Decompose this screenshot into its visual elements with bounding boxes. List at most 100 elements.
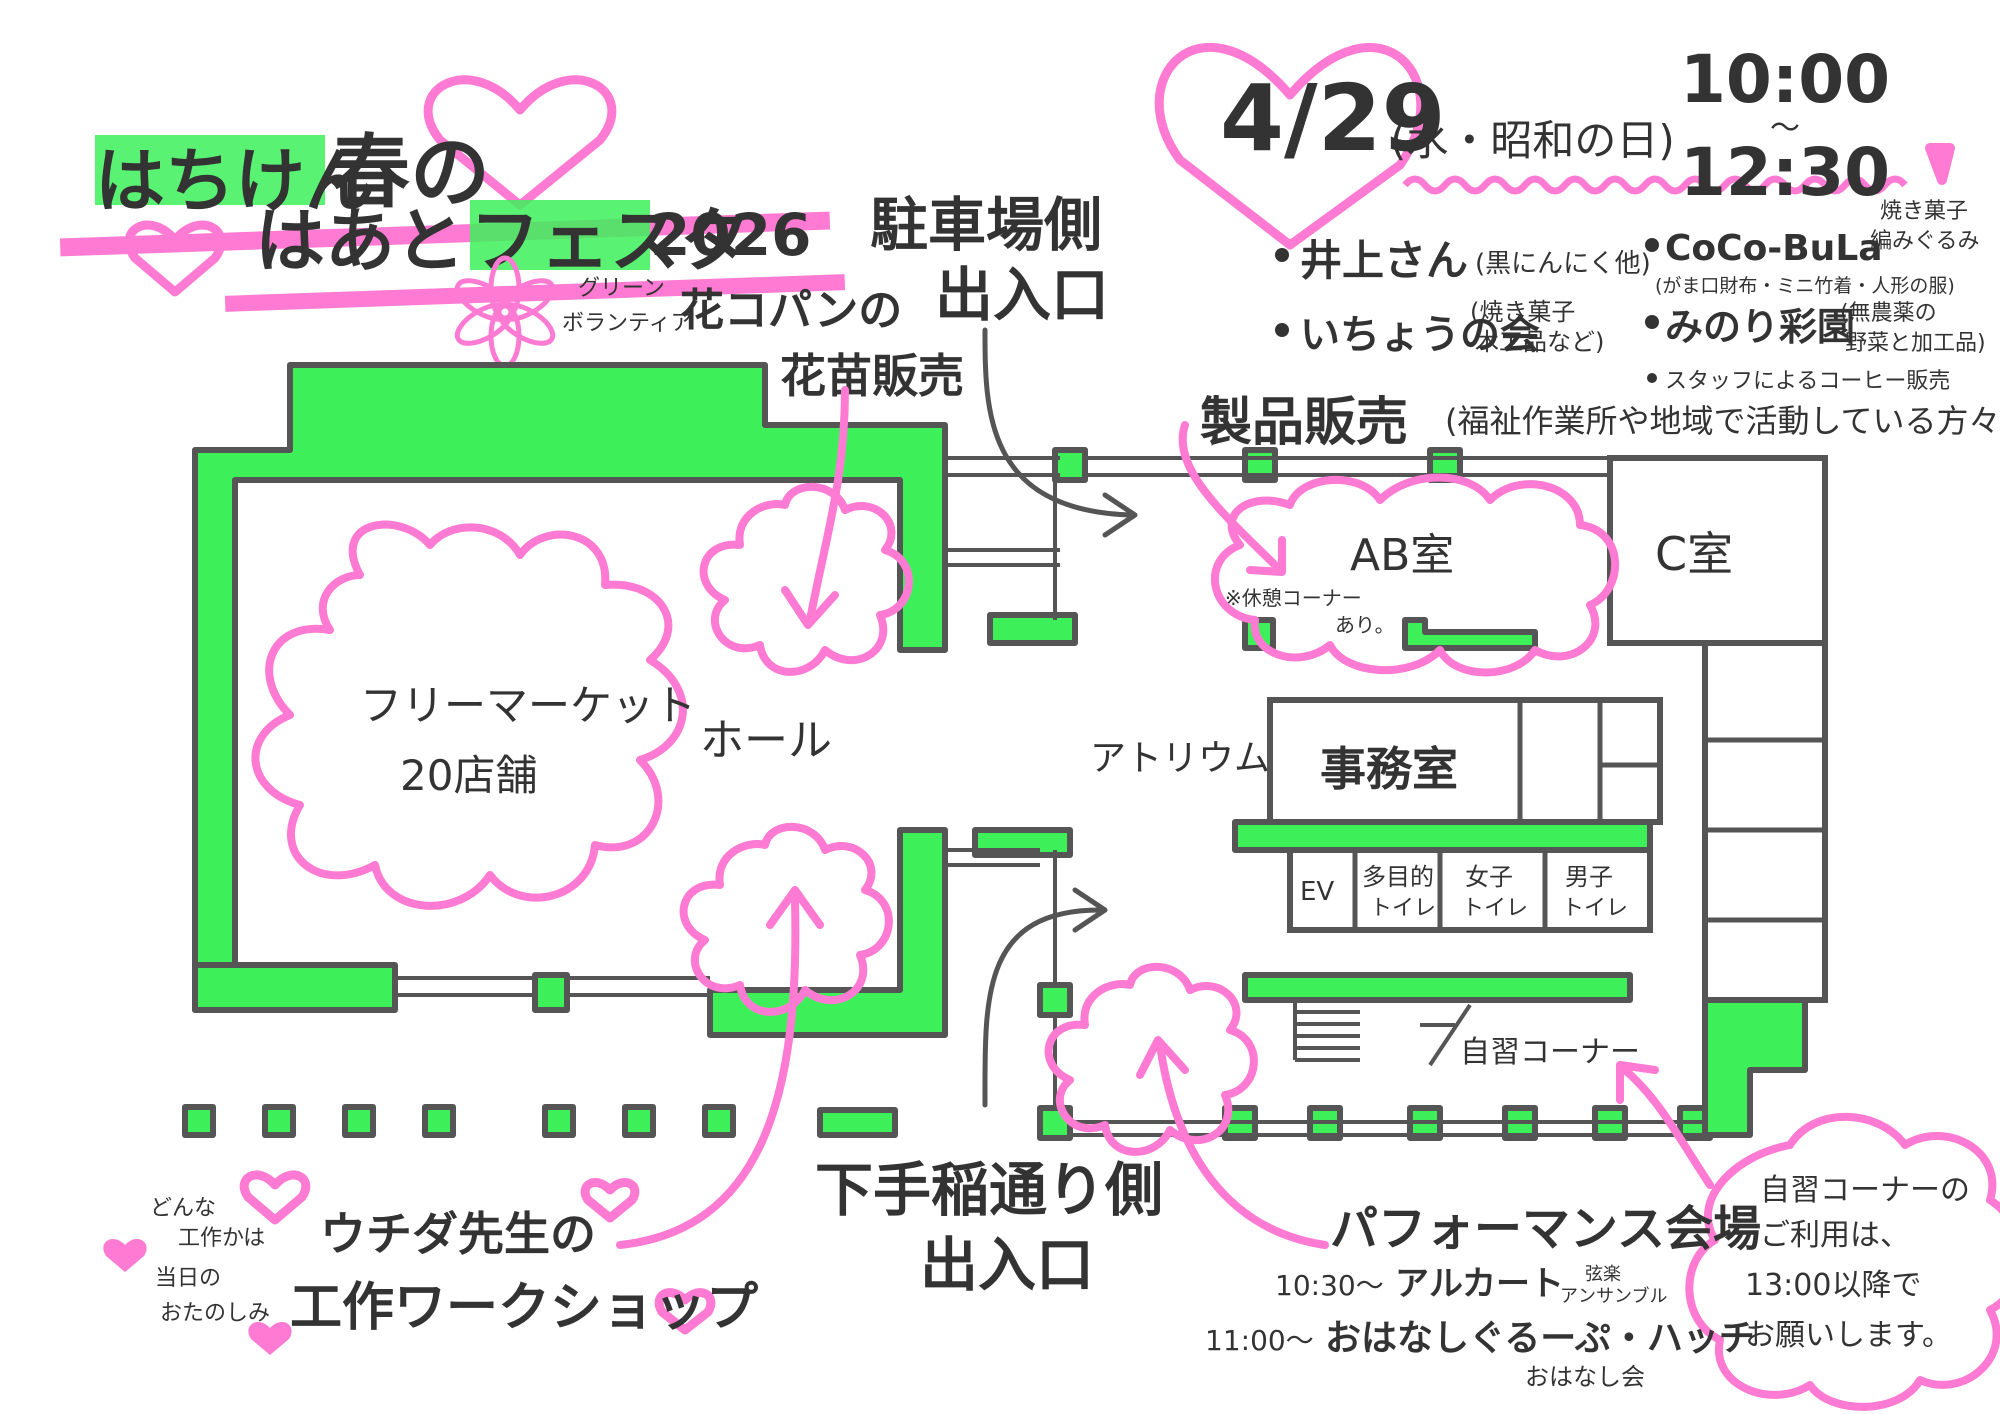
date-day: 4/29 xyxy=(1220,65,1446,172)
title-line1-a: はちけん xyxy=(95,140,375,222)
rest-corner-label: ※休憩コーナー xyxy=(1225,586,1362,610)
title-line1-b: 春の xyxy=(330,126,490,219)
notice-line: ご利用は、 xyxy=(1760,1218,1910,1253)
walls xyxy=(182,362,1808,1141)
performance-time: 11:00〜 xyxy=(1205,1324,1314,1357)
flower-sale: 花苗販売 xyxy=(780,349,964,403)
time-end: 12:30 xyxy=(1680,134,1890,211)
ab-room-bottom-wall xyxy=(1402,617,1538,651)
parking-entrance-line2: 出入口 xyxy=(935,261,1109,329)
entrance-arrows xyxy=(982,327,1138,1108)
pillar xyxy=(1037,982,1073,1018)
performance-time: 10:30〜 xyxy=(1275,1269,1384,1302)
toilet-multi-label: 多目的 xyxy=(1362,863,1434,891)
vendor-name: みのり彩園 xyxy=(1665,305,1855,349)
vendor-note: (黒にんにく他) xyxy=(1475,249,1651,279)
outdoor-marker xyxy=(817,1107,898,1138)
title-line2-a: はあと xyxy=(255,200,465,282)
hall-bottom-wall-left xyxy=(192,962,398,1013)
pink-areas xyxy=(251,473,2000,1411)
vendor-name: CoCo-BuLa xyxy=(1665,228,1883,269)
vendor-note: (焼き菓子 xyxy=(1470,298,1575,326)
workshop-note: おたのしみ xyxy=(160,1301,270,1326)
arrow-flower xyxy=(806,386,849,624)
bullet-icon xyxy=(1275,248,1289,262)
vendor-note: 編みぐるみ xyxy=(1870,229,1980,254)
vendor-note: 焼き菓子 xyxy=(1880,199,1968,224)
heart-icon xyxy=(654,1288,716,1335)
outdoor-marker xyxy=(182,1104,216,1138)
bullet-icon xyxy=(1645,238,1659,252)
study-corner-label: 自習コーナー xyxy=(1460,1035,1640,1070)
performance-name: アルカート xyxy=(1395,1264,1564,1304)
heart-icon xyxy=(239,1170,311,1225)
toilet-row xyxy=(1287,847,1653,933)
arrow-study xyxy=(1621,1066,1714,1189)
notice-line: お願いします。 xyxy=(1745,1318,1952,1353)
title-year: 2026 xyxy=(650,201,811,269)
arrow-icon xyxy=(1072,887,1108,933)
hall-bottom-pillar xyxy=(532,972,570,1013)
heart-icon xyxy=(124,220,226,297)
office-room xyxy=(1267,697,1663,825)
title-green-bg xyxy=(95,135,325,205)
outdoor-marker xyxy=(622,1104,656,1138)
ev-label: EV xyxy=(1300,877,1334,907)
outdoor-marker xyxy=(262,1104,296,1138)
atrium-label: アトリウム xyxy=(1090,738,1270,779)
street-entrance-line2: 出入口 xyxy=(920,1231,1094,1299)
product-sale-subtitle: (福祉作業所や地域で活動している方々) xyxy=(1445,402,2000,440)
bullet-icon xyxy=(1647,373,1657,383)
time-tilde: 〜 xyxy=(1770,111,1800,146)
arrow-icon xyxy=(781,586,839,629)
workshop-note: 工作かは xyxy=(178,1226,265,1251)
arrow-performance xyxy=(1156,1041,1329,1249)
workshop-note: どんな xyxy=(150,1196,216,1221)
time-start: 10:00 xyxy=(1680,41,1890,118)
outdoor-marker xyxy=(422,1104,456,1138)
notice-cloud xyxy=(1685,1112,2000,1411)
heart-icon xyxy=(103,1238,147,1272)
product-sale-title: 製品販売 xyxy=(1200,393,1408,453)
performance-title: パフォーマンス会場 xyxy=(1330,1201,1761,1257)
office-label: 事務室 xyxy=(1320,742,1458,796)
street-entrance-line1: 下手稲通り側 xyxy=(815,1156,1163,1224)
workshop-teacher: ウチダ先生の xyxy=(320,1207,596,1261)
outdoor-marker xyxy=(542,1104,576,1138)
arrow-icon xyxy=(1616,1061,1659,1104)
stairs xyxy=(1293,998,1472,1067)
performance-note: 弦楽 xyxy=(1585,1264,1621,1285)
ab-room-cloud xyxy=(1210,473,1619,677)
workshop-note: 当日の xyxy=(155,1266,221,1291)
performance-info: パフォーマンス会場 10:30〜 アルカート 弦楽 アンサンブル 11:00〜 … xyxy=(1205,1201,1761,1391)
outdoor-marker xyxy=(702,1104,736,1138)
room-dividers xyxy=(1352,700,1825,930)
flea-market-cloud xyxy=(251,520,687,910)
notice-line: 自習コーナーの xyxy=(1760,1173,1970,1208)
event-title: はちけん 春の はあと フェスタ 2026 xyxy=(59,126,846,312)
decor-hearts-filled xyxy=(103,1238,292,1355)
workshop-cloud xyxy=(679,822,893,1016)
arrow-parking-entrance xyxy=(982,327,1133,518)
rooms xyxy=(1267,455,1828,1003)
performance-note: おはなし会 xyxy=(1525,1363,1645,1391)
arrow-product xyxy=(1178,421,1284,574)
flea-market-label-2: 20店舗 xyxy=(400,751,537,800)
flower-org-line2: ボランティア xyxy=(562,311,693,336)
title-highlight xyxy=(224,274,846,312)
vendor-name: いちょうの会 xyxy=(1300,312,1540,358)
bullet-icon xyxy=(1275,323,1289,337)
corridor-right xyxy=(1702,640,1828,1003)
toilet-women-label: 女子 xyxy=(1465,863,1513,891)
vendor-note: (がま口財布・ミニ竹着・人形の服) xyxy=(1655,275,1955,297)
flower-org-line1: グリーン xyxy=(578,276,665,301)
hall-bottom-wall-right xyxy=(707,827,948,1038)
ab-room-label: AB室 xyxy=(1350,530,1454,581)
flower-icon xyxy=(454,255,556,369)
c-room xyxy=(1607,455,1828,646)
vendor-note: (無農薬の xyxy=(1840,301,1937,326)
flower-shop-name: 花コパンの xyxy=(680,285,902,336)
toilet-women-label-2: トイレ xyxy=(1462,896,1528,921)
arrow-street-entrance xyxy=(982,907,1103,1108)
